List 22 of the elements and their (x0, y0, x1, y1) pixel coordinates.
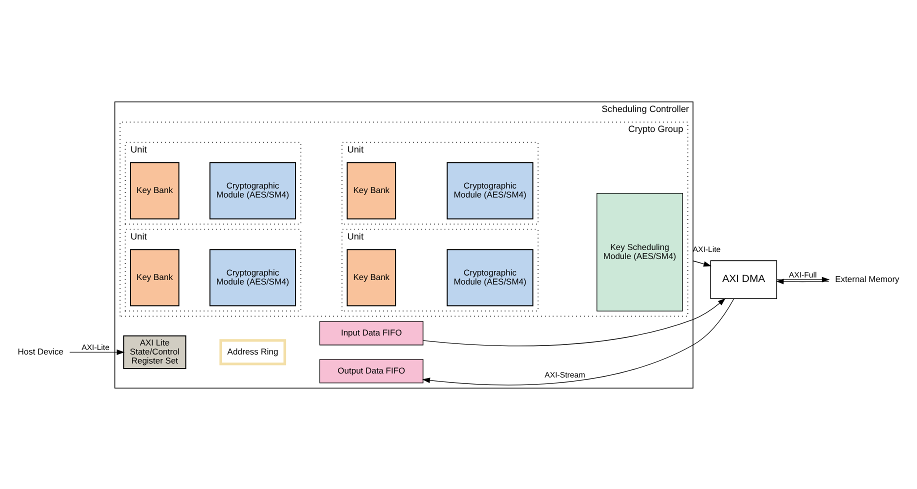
arrow (776, 276, 830, 282)
node-box: Cryptographic Module (AES/SM4) (446, 248, 534, 306)
node-box: Cryptographic Module (AES/SM4) (209, 162, 296, 219)
arrow (692, 260, 712, 266)
node-box: Address Ring (219, 338, 286, 365)
node-box: AXI Lite State/Control Register Set (123, 334, 186, 369)
arrow (776, 278, 830, 284)
arrow (422, 298, 734, 385)
node-box: Key Bank (130, 162, 180, 219)
node-box: Key Scheduling Module (AES/SM4) (596, 192, 683, 311)
node-box: Input Data FIFO (319, 320, 424, 345)
node-box: Cryptographic Module (AES/SM4) (209, 248, 296, 306)
node-box: Cryptographic Module (AES/SM4) (446, 162, 534, 219)
node-box: Key Bank (346, 248, 396, 306)
node-box: Key Bank (130, 248, 180, 306)
node-box: AXI DMA (710, 260, 778, 298)
arrow (422, 298, 726, 346)
node-text: External Memory (835, 273, 900, 284)
arrow (69, 348, 125, 354)
node-text: Host Device (18, 346, 64, 356)
node-box: Output Data FIFO (319, 358, 424, 383)
node-box: Key Bank (346, 162, 396, 219)
